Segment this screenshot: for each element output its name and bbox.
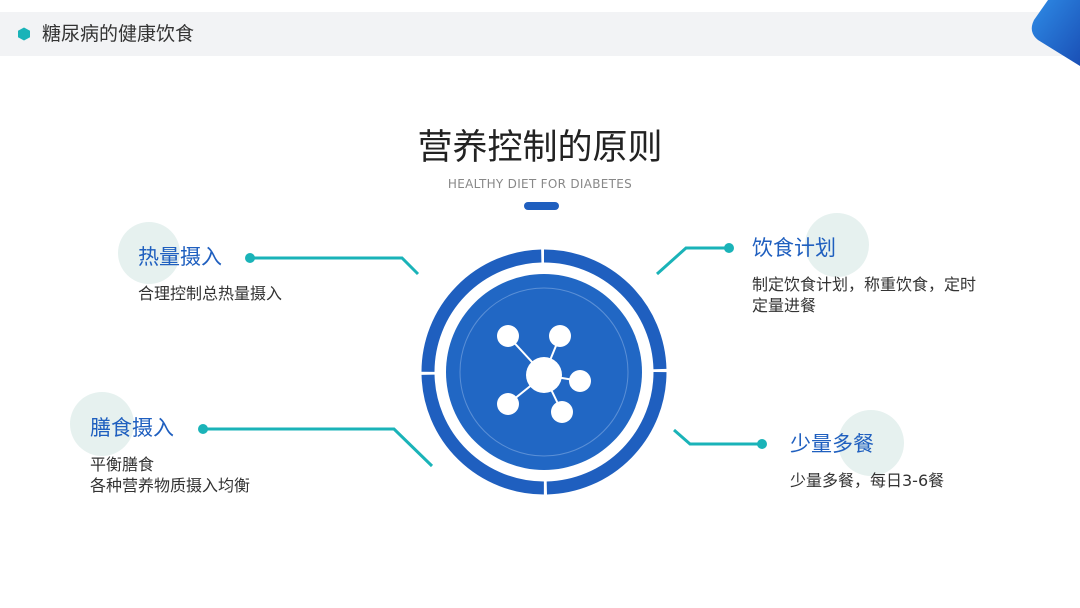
desc-line: 制定饮食计划，称重饮食，定时 xyxy=(752,275,977,294)
item-title-meal: 膳食摄入 xyxy=(90,416,174,440)
hexagon-icon xyxy=(18,27,30,41)
bubble-calorie xyxy=(118,222,180,284)
connector-meal xyxy=(203,427,434,468)
bubble-meal xyxy=(70,392,134,456)
desc-line: 各种营养物质摄入均衡 xyxy=(90,476,251,495)
connector-lines xyxy=(203,246,762,468)
connector-plan xyxy=(655,246,729,276)
corner-decoration xyxy=(1031,0,1080,66)
desc-line: 合理控制总热量摄入 xyxy=(138,284,283,303)
connector-dot-plan xyxy=(724,243,734,253)
item-desc-meal: 平衡膳食 各种营养物质摄入均衡 xyxy=(90,454,250,496)
connector-small-meals xyxy=(673,428,762,446)
item-desc-calorie: 合理控制总热量摄入 xyxy=(138,283,282,304)
item-desc-small-meals: 少量多餐，每日3-6餐 xyxy=(790,470,944,491)
desc-line: 定量进餐 xyxy=(752,296,817,315)
header-bar xyxy=(0,12,1080,56)
header-title: 糖尿病的健康饮食 xyxy=(42,23,195,45)
connector-dot-calorie xyxy=(245,253,255,263)
bubble-plan xyxy=(805,213,869,277)
desc-line: 少量多餐，每日3-6餐 xyxy=(790,471,945,490)
inner-thin-ring xyxy=(459,287,629,457)
page-subtitle: HEALTHY DIET FOR DIABETES xyxy=(447,177,633,191)
item-title-small-meals: 少量多餐 xyxy=(790,432,874,456)
item-desc-plan: 制定饮食计划，称重饮食，定时 定量进餐 xyxy=(752,274,976,316)
outer-ring xyxy=(421,249,667,495)
desc-line: 平衡膳食 xyxy=(90,455,155,474)
connector-dot-small-meals xyxy=(757,439,767,449)
item-title-calorie: 热量摄入 xyxy=(138,245,222,269)
item-title-plan: 饮食计划 xyxy=(752,236,836,260)
connector-calorie xyxy=(250,256,420,276)
connector-dot-meal xyxy=(198,424,208,434)
title-underline xyxy=(524,202,559,210)
bubble-small-meals xyxy=(838,410,904,476)
page-title: 营养控制的原则 xyxy=(417,128,663,168)
